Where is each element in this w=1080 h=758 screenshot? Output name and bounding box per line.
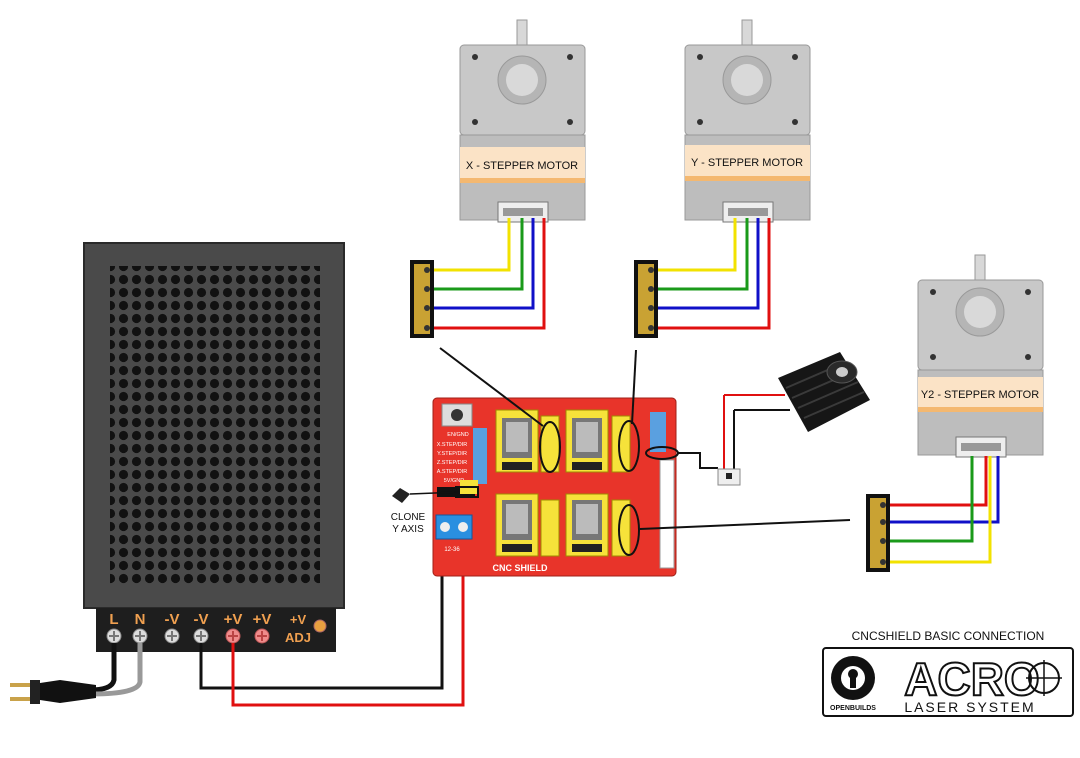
step-dir-header — [473, 428, 487, 484]
clone-y-axis-jumper: CLONE Y AXIS — [391, 488, 461, 535]
motor-label: X - STEPPER MOTOR — [466, 160, 578, 172]
laser-heatsink — [778, 352, 870, 432]
psu-terminal-label: +V — [253, 611, 272, 628]
psu-screw-terminals — [106, 619, 327, 644]
y2-motor-wires — [888, 456, 1000, 564]
psu-terminal-label: L — [109, 611, 118, 628]
logo-sub: LASER SYSTEM — [904, 699, 1035, 715]
power-wires — [199, 538, 465, 707]
clone-note-line1: CLONE — [391, 512, 426, 523]
shield-pin-label: EN/GND — [447, 432, 468, 438]
psu-adj-label: ADJ — [285, 630, 311, 645]
motor-label-band — [918, 377, 1043, 412]
shield-pin-label: X.STEP/DIR — [437, 442, 468, 448]
driver-slot — [495, 409, 539, 473]
psu-terminal-label: -V — [194, 611, 209, 628]
power-supply: L N -V -V +V +V +V ADJ — [83, 242, 345, 652]
connector-pointer-lines — [439, 347, 851, 530]
y-header-highlight — [618, 420, 640, 472]
cnc-shield-board: EN/GND X.STEP/DIR Y.STEP/DIR Z.STEP/DIR … — [432, 397, 679, 577]
jumper-icon — [392, 488, 410, 503]
psu-terminal-label: +V — [224, 611, 243, 628]
y2-motor-connector — [866, 494, 890, 572]
clone-note-line2: Y AXIS — [392, 524, 424, 535]
x-header-highlight — [539, 421, 561, 473]
laser-module — [717, 352, 870, 486]
y-stepper-motor: Y - STEPPER MOTOR — [684, 19, 811, 223]
driver-slot — [565, 493, 609, 557]
motor-label: Y2 - STEPPER MOTOR — [921, 389, 1039, 401]
shield-pin-label: A.STEP/DIR — [437, 469, 468, 475]
psu-adj-label: +V — [290, 612, 307, 627]
motor-label-band — [460, 147, 585, 183]
ac-plug-icon — [40, 680, 96, 703]
psu-terminal-label: N — [135, 611, 146, 628]
x-motor-wires — [432, 218, 546, 330]
gear-icon — [831, 656, 875, 700]
driver-slot — [495, 493, 539, 557]
ac-power-cable — [10, 643, 143, 704]
x-stepper-motor: X - STEPPER MOTOR — [459, 19, 586, 223]
acro-logo: CNCSHIELD BASIC CONNECTION OPENBUILDS AC… — [822, 629, 1074, 717]
shield-pin-label: Z.STEP/DIR — [437, 460, 467, 466]
psu-terminal-label: -V — [165, 611, 180, 628]
a-header-highlight — [618, 504, 640, 556]
logo-openbuilds: OPENBUILDS — [830, 705, 876, 712]
crosshair-icon — [1026, 660, 1062, 696]
shield-pin-label: Y.STEP/DIR — [437, 451, 467, 457]
driver-slot — [565, 409, 609, 473]
shield-power-label: 12-36 — [444, 547, 460, 553]
motor-label: Y - STEPPER MOTOR — [691, 157, 803, 169]
logo-brand: ACRO — [904, 653, 1039, 705]
y2-stepper-motor: Y2 - STEPPER MOTOR — [917, 254, 1044, 458]
psu-vent-grille — [110, 266, 320, 584]
x-motor-connector — [410, 260, 434, 338]
shield-pin-label: 5V/GND — [444, 478, 465, 484]
logo-caption: CNCSHIELD BASIC CONNECTION — [852, 629, 1045, 643]
shield-title: CNC SHIELD — [492, 563, 548, 573]
y-motor-wires — [657, 218, 771, 330]
motor-label-band — [685, 145, 810, 181]
y-motor-connector — [634, 260, 658, 338]
